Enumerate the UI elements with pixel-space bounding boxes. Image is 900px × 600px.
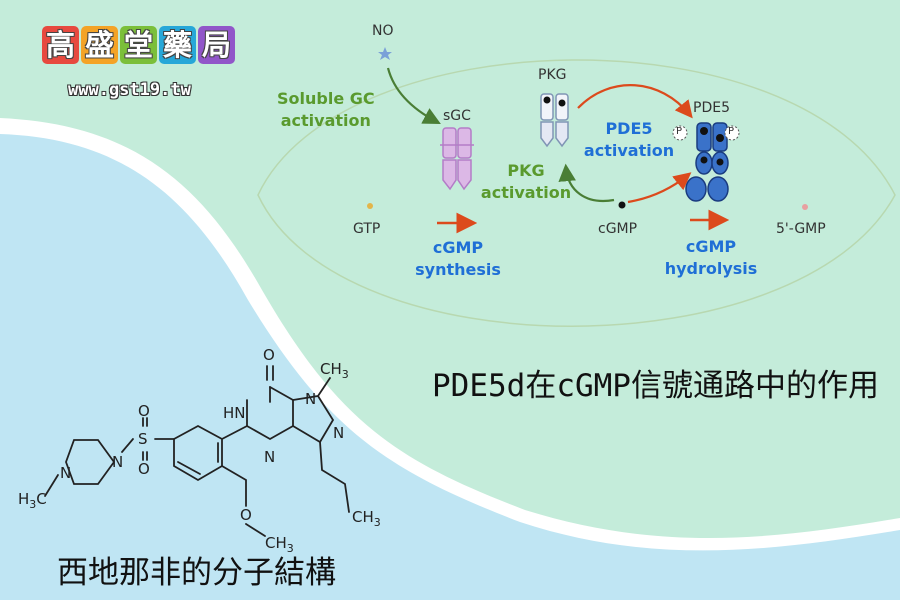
cgmp-to-pkg-arrow — [558, 163, 615, 203]
mol-ether-o: O — [240, 506, 252, 524]
phospho-left-icon — [672, 125, 688, 141]
mol-n-pyrimidine: N — [264, 448, 275, 466]
label-no: NO — [372, 23, 394, 39]
label-cgmp: cGMP — [598, 221, 638, 237]
label-pde5-activation-line2: activation — [583, 141, 675, 160]
label-cgmp-hydrolysis: cGMP hydrolysis — [656, 236, 766, 280]
cgmp-to-pde5-arrow — [627, 172, 692, 204]
label-pde5-top: PDE5 — [693, 100, 730, 116]
no-star-icon — [378, 47, 392, 60]
label-phospho-right: P — [728, 126, 735, 137]
label-cgmp-hydrolysis-line1: cGMP — [685, 237, 737, 256]
mol-o-carbonyl: O — [263, 346, 275, 364]
label-cgmp-synthesis-line2: synthesis — [415, 260, 501, 279]
label-phospho-left: P — [676, 126, 683, 137]
logo-char-5: 局 — [198, 26, 235, 64]
logo-char-1: 高 — [42, 26, 79, 64]
logo-url: www.gst19.tw — [68, 80, 191, 100]
mol-piperazine-n2: N — [60, 464, 71, 482]
mol-n-pyrazole-top: N — [305, 390, 316, 408]
label-soluble-gc-line1: Soluble GC — [277, 89, 375, 108]
mol-hn: HN — [223, 404, 246, 422]
mol-h3c: H3C — [18, 490, 47, 511]
mol-methyl: CH3 — [320, 360, 349, 381]
leaf-outline — [257, 59, 896, 327]
label-pkg-activation-line1: PKG — [507, 161, 545, 180]
label-pkg: PKG — [538, 67, 567, 83]
label-pkg-activation: PKG activation — [478, 160, 574, 204]
label-soluble-gc-line2: activation — [280, 111, 371, 130]
label-gtp: GTP — [353, 221, 381, 237]
label-cgmp-synthesis: cGMP synthesis — [410, 237, 506, 281]
pde5-icon — [685, 122, 729, 202]
label-pkg-activation-line2: activation — [480, 183, 572, 202]
label-cgmp-hydrolysis-line2: hydrolysis — [664, 259, 758, 278]
label-pde5-activation-line1: PDE5 — [605, 119, 653, 138]
no-to-sgc-arrow — [386, 67, 441, 125]
caption-pde5-role: PDE5d在cGMP信號通路中的作用 — [432, 368, 879, 404]
mol-o-down: O — [138, 460, 150, 478]
label-soluble-gc: Soluble GC activation — [277, 88, 375, 132]
pkg-to-pde5-arrow — [577, 84, 693, 119]
sildenafil-structure — [44, 365, 350, 537]
phospho-right-icon — [724, 125, 740, 141]
gtp-dot — [367, 203, 373, 209]
sgc-icon — [440, 127, 474, 191]
caption-sildenafil-structure: 西地那非的分子結構 — [57, 555, 336, 591]
logo-char-2: 盛 — [81, 26, 118, 64]
mol-n-pyrazole-right: N — [333, 424, 344, 442]
mol-o-up: O — [138, 402, 150, 420]
logo-char-4: 藥 — [159, 26, 196, 64]
mol-s: S — [138, 430, 148, 448]
mol-propyl-ch3: CH3 — [352, 508, 381, 529]
label-sgc: sGC — [443, 108, 471, 124]
mol-piperazine-n1: N — [112, 453, 123, 471]
logo-char-3: 堂 — [120, 26, 157, 64]
mol-ethyl-ch3: CH3 — [265, 534, 294, 555]
label-cgmp-synthesis-line1: cGMP — [432, 238, 484, 257]
pkg-icon — [540, 93, 569, 148]
label-pde5-activation: PDE5 activation — [581, 118, 677, 162]
gmp5-dot — [802, 204, 808, 210]
label-5gmp: 5'-GMP — [776, 221, 826, 237]
cgmp-dot — [618, 201, 626, 209]
blue-region — [0, 130, 900, 600]
